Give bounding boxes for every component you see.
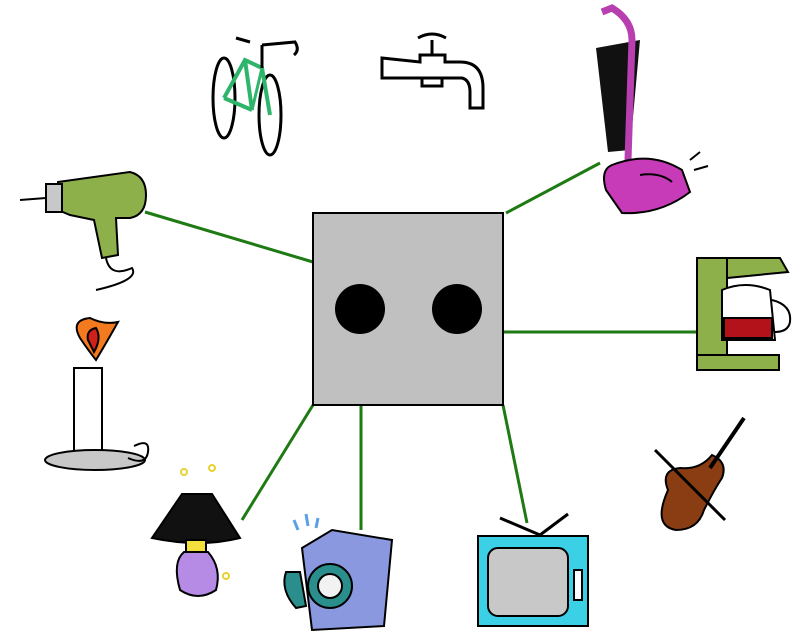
socket-hole-right bbox=[432, 284, 482, 334]
coffee-maker-icon bbox=[696, 257, 792, 371]
wire-drill bbox=[144, 210, 314, 264]
faucet-icon bbox=[380, 32, 485, 110]
lamp-icon bbox=[150, 464, 242, 597]
washing-machine-icon bbox=[283, 513, 394, 632]
power-drill-icon bbox=[19, 170, 148, 291]
wire-vacuum bbox=[505, 161, 601, 215]
bicycle-icon bbox=[211, 36, 299, 157]
wires bbox=[144, 161, 697, 530]
socket-hole-left bbox=[335, 284, 385, 334]
wire-lamp bbox=[240, 404, 315, 521]
violin-icon bbox=[653, 416, 746, 532]
television-icon bbox=[477, 512, 589, 627]
candle-icon bbox=[44, 316, 150, 471]
vacuum-cleaner-icon bbox=[596, 4, 709, 215]
power-socket bbox=[312, 212, 504, 406]
wire-television bbox=[501, 404, 529, 524]
